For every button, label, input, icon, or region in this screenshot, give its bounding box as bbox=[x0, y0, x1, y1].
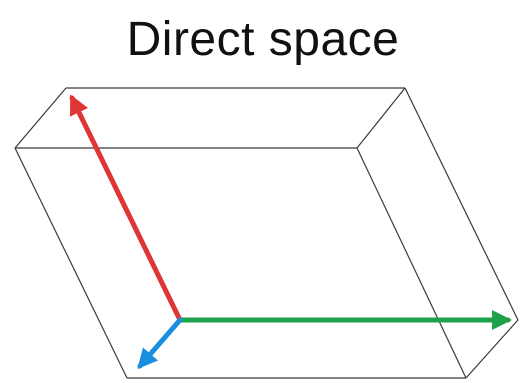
red-axis-vector bbox=[69, 94, 183, 323]
diagram-title: Direct space bbox=[126, 13, 400, 66]
edge bbox=[14, 87, 67, 149]
blue-axis-vector bbox=[137, 317, 183, 370]
edge bbox=[356, 147, 467, 379]
edge bbox=[14, 147, 128, 379]
edge bbox=[465, 319, 519, 379]
edge bbox=[356, 87, 406, 149]
edge bbox=[404, 87, 519, 321]
cell-edges bbox=[14, 87, 519, 379]
